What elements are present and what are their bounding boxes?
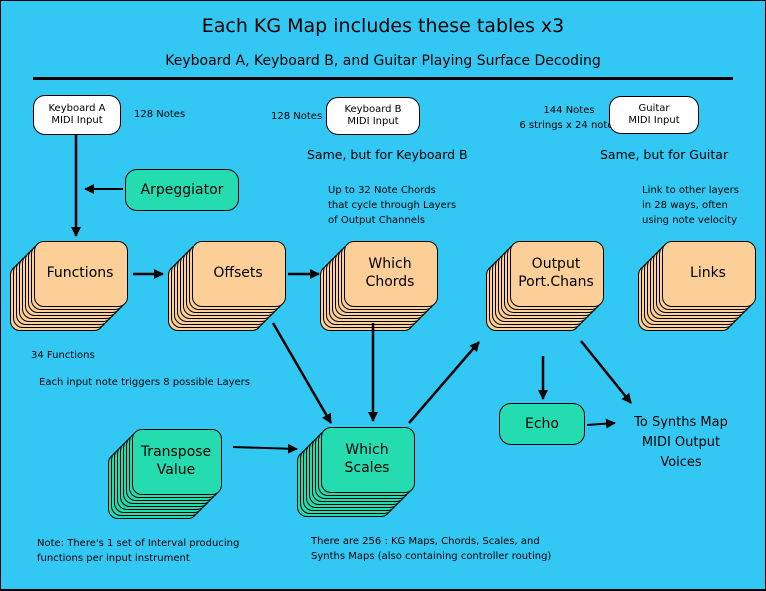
synths-line-3: Voices xyxy=(660,455,702,471)
footer-note-line-2: functions per input instrument xyxy=(37,553,190,564)
chords-note-line-1: Up to 32 Note Chords xyxy=(328,185,436,196)
stack-card xyxy=(510,241,604,307)
guitar-strings: 6 strings x 24 notes xyxy=(519,120,619,131)
stack-card xyxy=(662,241,756,307)
synths-line-2: MIDI Output xyxy=(641,435,721,451)
keyboard-a-midi-label: MIDI Input xyxy=(51,115,103,126)
which-chords-line-2: Chords xyxy=(365,274,415,290)
offsets-label: Offsets xyxy=(213,264,263,281)
arrow-offsets-to-scales xyxy=(271,322,333,424)
chords-note-line-2: that cycle through Layers xyxy=(328,200,457,211)
links-note-line-3: using note velocity xyxy=(642,215,737,226)
chords-note-line-3: of Output Channels xyxy=(328,215,425,226)
echo-box: Echo xyxy=(499,403,585,445)
keyboard-b-midi-label: MIDI Input xyxy=(347,116,399,127)
layers-note: Each input note triggers 8 possible Laye… xyxy=(39,377,250,388)
keyboard-b-label: Keyboard B xyxy=(344,103,402,115)
links-label: Links xyxy=(690,264,726,281)
diagram-subtitle: Keyboard A, Keyboard B, and Guitar Playi… xyxy=(165,53,601,69)
output-line-2: Port.Chans xyxy=(518,274,594,290)
which-scales-line-2: Scales xyxy=(344,460,390,476)
keyboard-a-input-pill: Keyboard A MIDI Input xyxy=(33,95,121,135)
keyboard-a-label: Keyboard A xyxy=(48,102,106,114)
keyboard-b-note: Same, but for Keyboard B xyxy=(307,147,468,162)
stack-card xyxy=(34,241,128,307)
stack-card xyxy=(344,241,438,307)
guitar-label: Guitar xyxy=(638,102,670,114)
synths-line-1: To Synths Map xyxy=(634,415,728,430)
guitar-midi-label: MIDI Input xyxy=(628,115,680,126)
which-scales-line-1: Which xyxy=(345,441,389,458)
keyboard-b-input-pill: Keyboard B MIDI Input xyxy=(326,97,420,135)
guitar-input-pill: Guitar MIDI Input xyxy=(609,96,699,134)
which-chords-line-1: Which xyxy=(368,255,412,272)
stack-card xyxy=(132,429,222,495)
arrow-output-to-synths xyxy=(580,340,632,404)
functions-label: Functions xyxy=(46,264,114,281)
stack-card xyxy=(321,427,415,493)
arrow-echo-to-synths xyxy=(586,418,616,429)
keyboard-b-notes: 128 Notes xyxy=(271,111,323,122)
transpose-line-1: Transpose xyxy=(140,443,212,460)
footer-note-line-1: Note: There's 1 set of Interval producin… xyxy=(37,538,240,549)
stack-card xyxy=(192,241,286,307)
arrow-transpose-to-scales xyxy=(232,443,298,454)
output-line-1: Output xyxy=(531,255,581,272)
diagram-title: Each KG Map includes these tables x3 xyxy=(201,15,565,37)
synths-map-destination: To Synths Map MIDI Output Voices xyxy=(616,413,746,473)
transpose-line-2: Value xyxy=(156,462,196,478)
links-note-line-2: in 28 ways, often xyxy=(642,200,728,211)
footer-count-line-2: Synths Maps (also containing controller … xyxy=(311,551,552,562)
arpeggiator-box: Arpeggiator xyxy=(125,169,239,211)
guitar-notes: 144 Notes xyxy=(543,105,595,116)
arrow-scales-to-output xyxy=(408,341,480,424)
footer-count-line-1: There are 256 : KG Maps, Chords, Scales,… xyxy=(311,536,540,547)
links-note-line-1: Link to other layers xyxy=(642,185,739,196)
keyboard-a-notes: 128 Notes xyxy=(134,109,186,120)
title-divider xyxy=(33,77,733,80)
guitar-note: Same, but for Guitar xyxy=(600,147,729,162)
functions-count: 34 Functions xyxy=(31,350,95,361)
